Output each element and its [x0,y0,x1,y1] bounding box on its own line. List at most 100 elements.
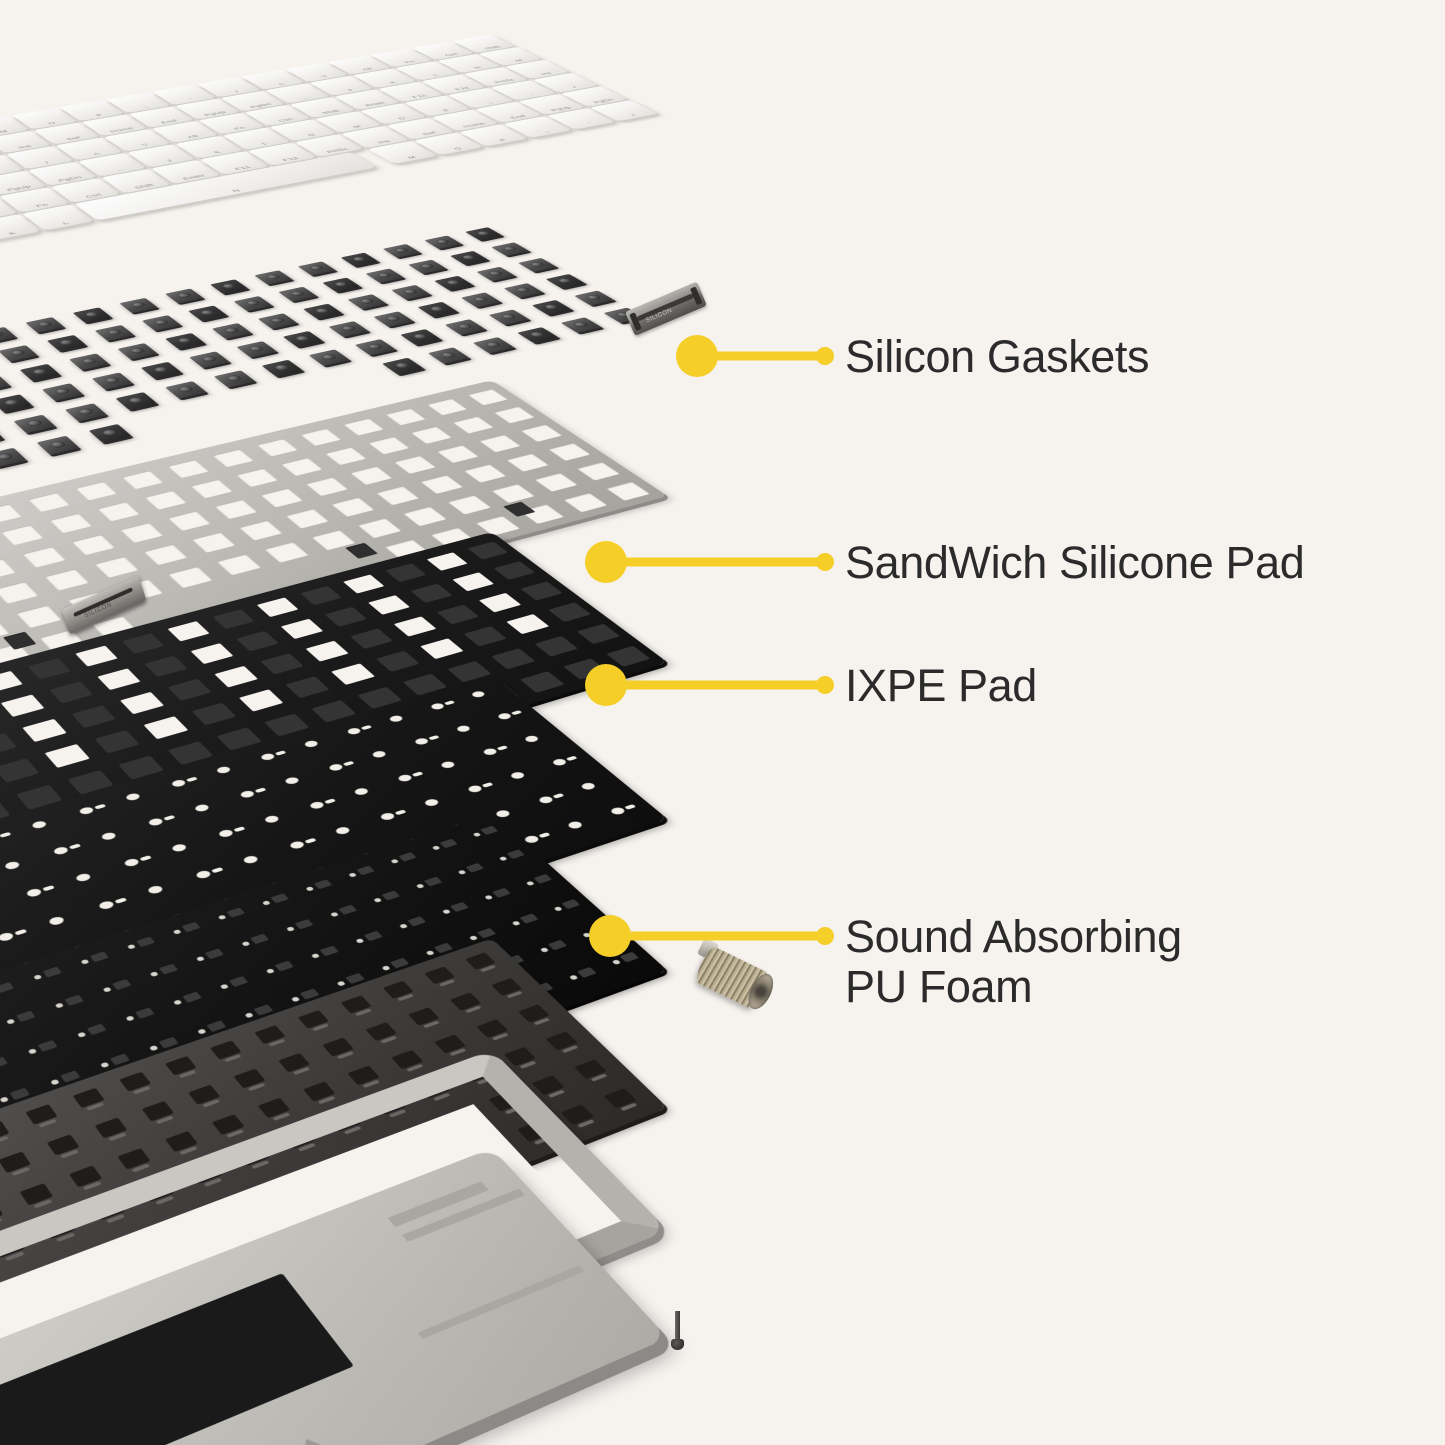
keycap[interactable]: Enter [151,159,221,184]
key-switch[interactable] [381,357,424,375]
keycap[interactable]: ' [0,154,24,179]
key-switch[interactable] [560,317,602,333]
keycap[interactable]: Alt [0,196,18,223]
callout-end-dot[interactable] [816,347,834,365]
key-switch[interactable] [187,305,228,321]
key-switch[interactable] [36,435,80,455]
keycap[interactable]: / [6,145,74,170]
key-switch[interactable] [0,447,27,468]
key-switch[interactable] [188,351,230,369]
keycap[interactable]: M [367,140,438,164]
keycap[interactable]: PgUp [0,170,47,196]
key-switch[interactable] [278,286,318,302]
key-switch[interactable] [261,359,304,377]
keycap[interactable]: N [74,152,377,221]
key-switch[interactable] [340,252,379,267]
key-switch[interactable] [476,266,516,282]
key-switch[interactable] [164,288,204,304]
key-switch[interactable] [382,243,421,258]
key-switch[interactable] [140,361,182,379]
key-switch[interactable] [0,394,33,413]
keycap[interactable]: F12 [247,142,317,166]
key-switch[interactable] [347,294,387,310]
key-switch[interactable] [472,337,515,354]
key-switch[interactable] [531,299,573,316]
key-switch[interactable] [0,345,39,362]
key-switch[interactable] [164,381,207,399]
key-switch[interactable] [417,301,458,318]
keycap[interactable]: K [175,135,244,159]
layer-keycaps[interactable]: JKLNMOP;'/△▽AltFnCtrlShiftEnterF11F12Prt… [0,32,668,266]
key-switch[interactable] [408,259,447,274]
keycap[interactable]: K [0,214,42,241]
keycap[interactable]: ← [78,152,147,177]
key-switch[interactable] [434,275,474,291]
key-switch[interactable] [88,423,132,443]
key-switch[interactable] [236,341,278,358]
key-switch[interactable] [354,339,396,356]
callout-end-dot[interactable] [816,553,834,571]
key-switch[interactable] [68,353,110,371]
key-switch[interactable] [164,332,206,350]
key-switch[interactable] [209,279,249,294]
key-switch[interactable] [400,329,442,346]
key-switch[interactable] [365,268,405,283]
keycap[interactable]: PgDn [28,161,98,186]
keycap[interactable]: PrtSc [294,134,364,157]
key-switch[interactable] [488,309,530,325]
key-switch[interactable] [460,292,501,308]
key-switch[interactable] [574,290,615,306]
key-switch[interactable] [427,347,470,364]
key-switch[interactable] [64,403,108,422]
key-switch[interactable] [302,303,343,319]
key-switch[interactable] [72,307,112,323]
key-switch[interactable] [211,323,252,339]
keycap[interactable]: L [22,204,95,231]
keycap[interactable]: Shift [101,168,172,194]
key-switch[interactable] [0,374,11,392]
key-switch[interactable] [517,327,559,344]
key-switch[interactable] [141,315,182,331]
key-switch[interactable] [282,330,324,348]
key-switch[interactable] [25,317,65,333]
key-switch[interactable] [119,297,159,314]
keycap[interactable]: Ctrl [50,177,122,203]
key-switch[interactable] [444,319,486,335]
key-switch[interactable] [424,235,462,250]
callout-end-dot[interactable] [816,927,834,945]
keycap[interactable]: △ [55,137,124,161]
key-switch[interactable] [449,250,489,265]
key-switch[interactable] [94,324,135,341]
key-switch[interactable] [503,283,544,298]
key-switch[interactable] [115,392,158,410]
keycap[interactable]: Fn [0,187,71,213]
key-switch[interactable] [233,296,273,312]
key-switch[interactable] [0,426,4,446]
key-switch[interactable] [19,363,61,381]
key-switch[interactable] [322,277,362,293]
keycap[interactable]: O [413,132,484,156]
key-switch[interactable] [13,414,56,434]
key-switch[interactable] [465,227,503,241]
key-switch[interactable] [545,273,586,289]
key-switch[interactable] [491,242,530,257]
key-switch[interactable] [517,257,557,273]
key-switch[interactable] [213,370,256,388]
key-switch[interactable] [297,261,336,276]
key-switch[interactable] [373,311,414,327]
keycap[interactable]: J [127,144,196,168]
key-switch[interactable] [254,270,293,285]
key-switch[interactable] [257,313,298,329]
key-switch[interactable] [91,372,134,390]
ixpe-pad-hole [308,800,326,810]
keycap[interactable]: F11 [199,151,270,175]
key-switch[interactable] [117,343,158,360]
key-switch[interactable] [46,334,87,352]
key-switch[interactable] [0,326,17,343]
key-switch[interactable] [41,383,84,401]
key-switch[interactable] [308,349,350,366]
key-switch[interactable] [328,321,369,337]
keycap[interactable]: PrtSc [0,139,3,163]
callout-end-dot[interactable] [816,676,834,694]
key-switch[interactable] [391,284,431,300]
